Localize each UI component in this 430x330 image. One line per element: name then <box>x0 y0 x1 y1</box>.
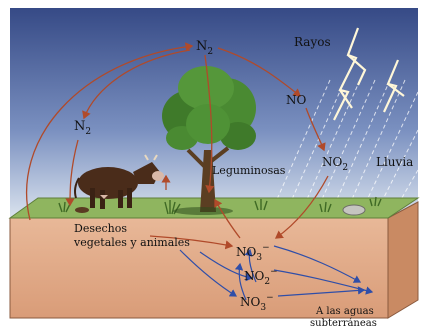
soil-side-face <box>388 202 418 318</box>
label-no: NO <box>286 93 307 107</box>
label-desechos-line2: vegetales y animales <box>73 236 190 249</box>
label-aguas-line2: subterráneas <box>310 318 377 329</box>
label-lluvia: Lluvia <box>376 155 413 169</box>
label-aguas-line1: A las aguas <box>315 306 374 317</box>
label-rayos: Rayos <box>294 35 331 49</box>
rock-icon <box>343 205 365 215</box>
label-desechos-line1: Desechos <box>74 222 127 235</box>
dung-pile <box>75 207 89 213</box>
label-leguminosas: Leguminosas <box>212 164 286 177</box>
